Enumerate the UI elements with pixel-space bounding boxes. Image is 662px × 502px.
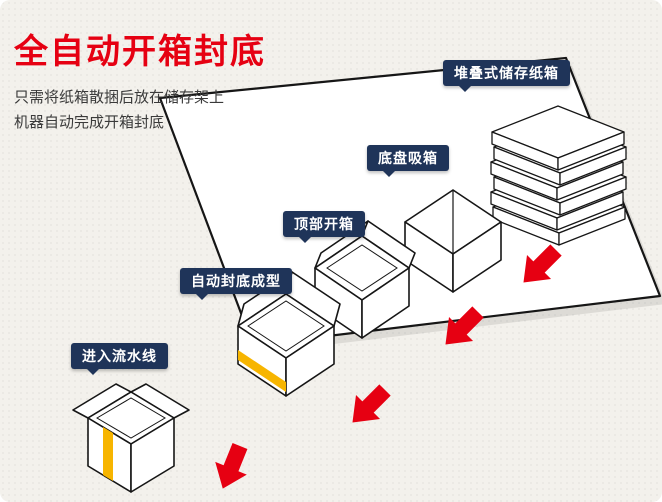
subtitle-line-1: 只需将纸箱散捆后放在储存架上 <box>14 89 225 107</box>
page-title: 全自动开箱封底 <box>14 33 266 71</box>
label-bottom-suction: 底盘吸箱 <box>367 145 449 177</box>
stacked-cartons-illustration <box>490 105 627 246</box>
process-arrow-1 <box>523 244 562 283</box>
process-arrow-3 <box>352 384 391 423</box>
suction-box-illustration <box>404 189 502 293</box>
bottom-tape-strip <box>238 350 286 392</box>
process-arrow-2 <box>445 306 484 345</box>
process-arrow-4 <box>215 443 248 489</box>
front-tape-strip <box>103 427 113 481</box>
label-auto-bottom-sealing: 自动封底成型 <box>180 268 292 300</box>
label-stacked-storage-cartons: 堆叠式储存纸箱 <box>443 60 570 92</box>
label-top-opening: 顶部开箱 <box>283 211 365 243</box>
conveyor-box-illustration <box>72 383 190 493</box>
carton-slab <box>491 105 625 171</box>
label-enter-conveyor-line: 进入流水线 <box>71 343 168 375</box>
subtitle-line-2: 机器自动完成开箱封底 <box>14 114 165 132</box>
header: 全自动开箱封底 只需将纸箱散捆后放在储存架上 机器自动完成开箱封底 <box>14 33 314 135</box>
